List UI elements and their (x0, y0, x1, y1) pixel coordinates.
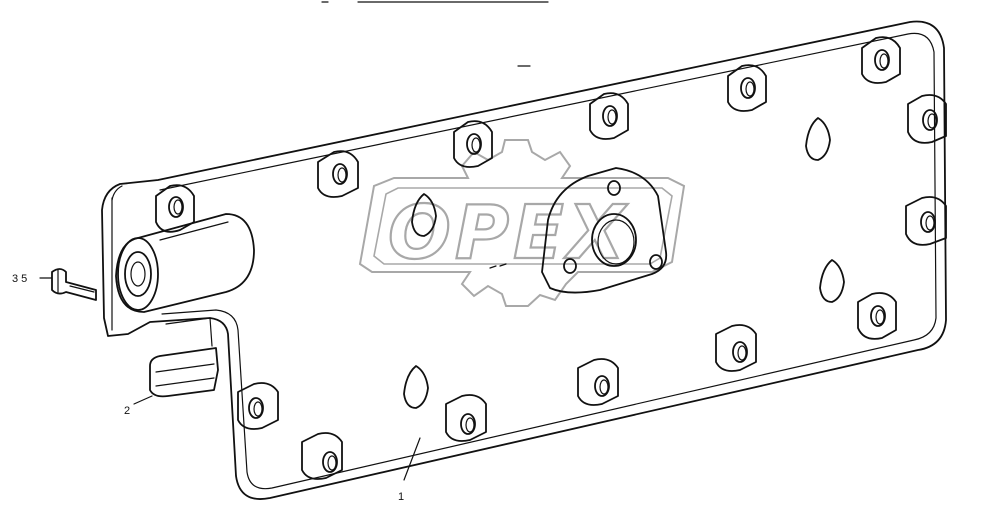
boss-5 (727, 64, 767, 112)
plug-4 (411, 193, 437, 237)
cylinder-housing (115, 213, 255, 313)
boss-10 (715, 324, 757, 372)
callout-2: 2 (124, 405, 130, 417)
callout-1: 1 (398, 491, 404, 503)
boss-11 (577, 358, 619, 406)
boss-4 (589, 92, 629, 140)
boss-13 (301, 432, 343, 480)
small-marks (489, 263, 507, 269)
bolt-part-3 (51, 268, 97, 301)
opex-watermark-logo: OPEX (358, 139, 686, 307)
bolt-bosses (155, 36, 947, 480)
plug-3 (403, 365, 429, 409)
teardrop-plugs (403, 117, 845, 409)
boss-12 (445, 394, 487, 442)
boss-3 (453, 120, 493, 168)
callout-labels: 1 2 3 5 (12, 273, 404, 503)
port-flange (541, 167, 668, 294)
boss-2 (317, 150, 359, 198)
callout-3: 3 5 (12, 273, 27, 285)
cover-plate (101, 20, 947, 500)
boss-7 (907, 94, 947, 144)
plug-1 (805, 117, 831, 161)
plug-2 (819, 259, 845, 303)
leader-lines (39, 277, 421, 481)
watermark-text: OPEX (388, 190, 629, 276)
boss-9 (857, 292, 897, 340)
boss-6 (861, 36, 901, 84)
boss-14 (237, 382, 279, 430)
boss-8 (905, 196, 947, 246)
bracket-part-2 (149, 317, 219, 398)
